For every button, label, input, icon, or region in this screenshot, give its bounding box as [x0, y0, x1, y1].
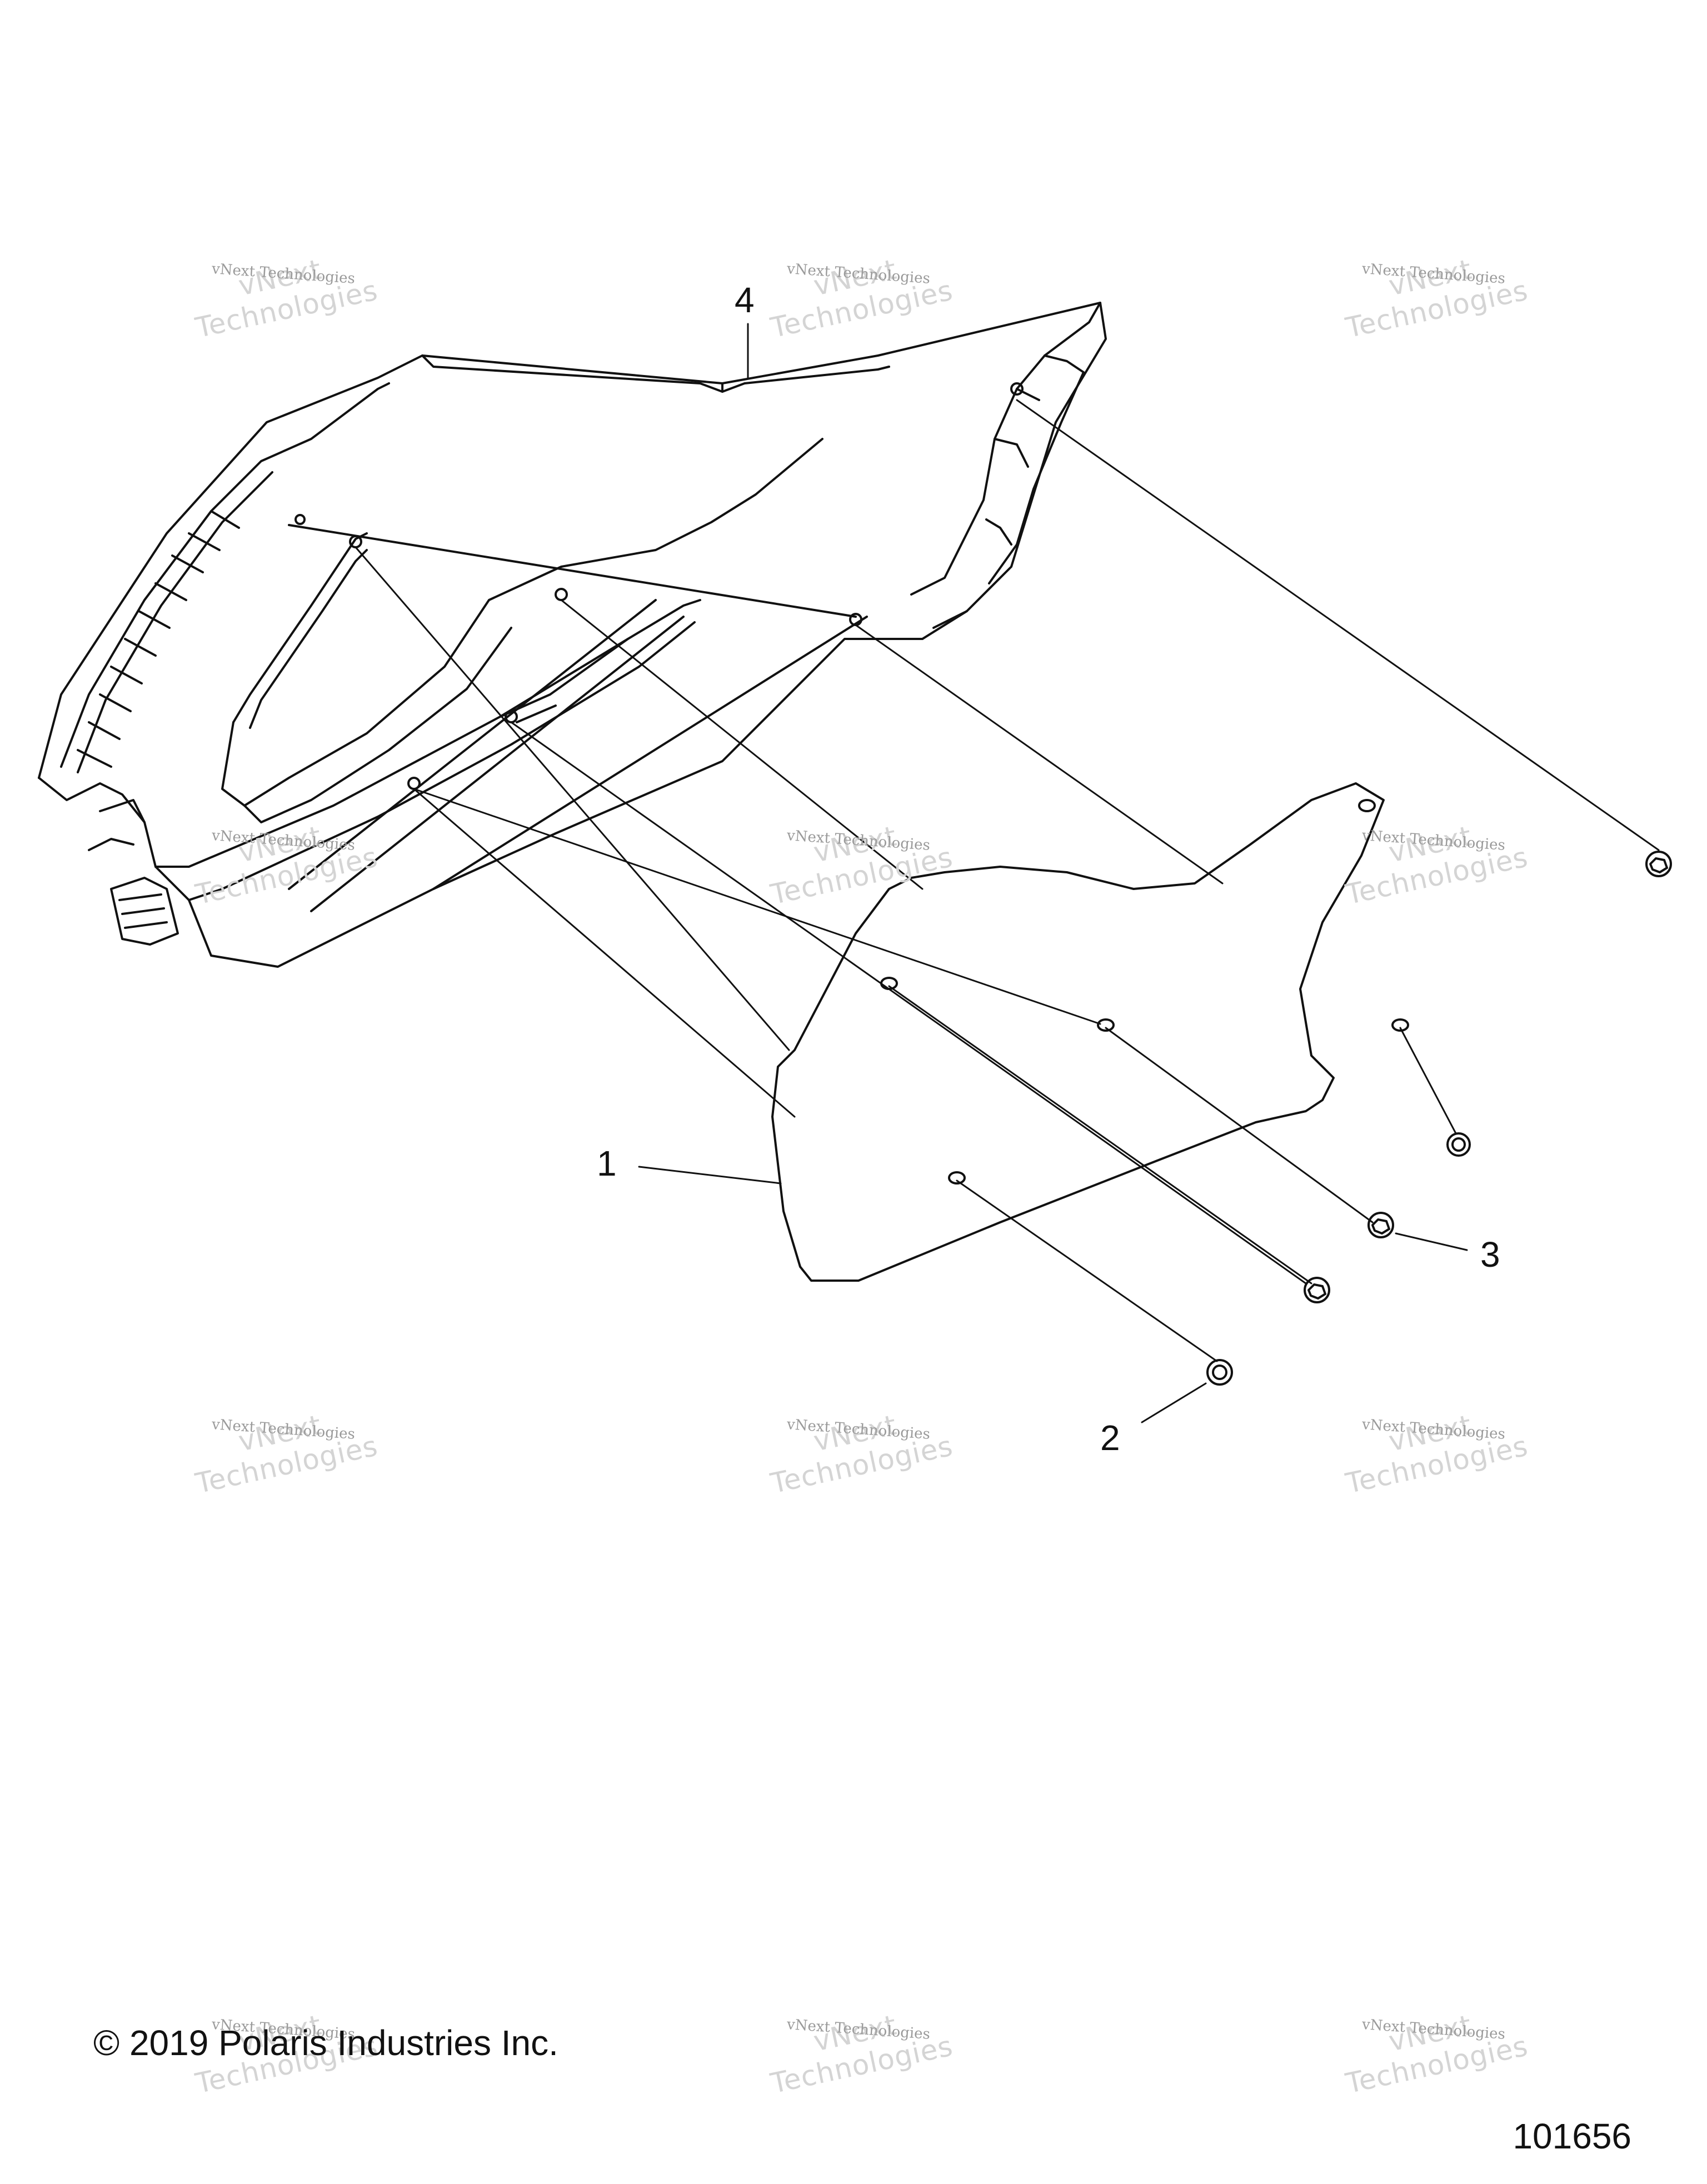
leader-lines	[638, 323, 1468, 1423]
screw-part-3	[1367, 1212, 1394, 1238]
window-panel	[771, 782, 1409, 1282]
drawing-number: 101656	[1513, 2116, 1631, 2156]
screw-middle	[1304, 1277, 1330, 1303]
explode-lines	[355, 399, 1660, 1362]
door-frame-panel	[38, 302, 1107, 968]
callout-3: 3	[1480, 1235, 1500, 1275]
nut-right	[1446, 1132, 1471, 1157]
copyright-notice: © 2019 Polaris Industries Inc.	[93, 2023, 558, 2063]
screw-top-right	[1645, 851, 1672, 877]
callout-2: 2	[1100, 1418, 1120, 1458]
nut-part-2	[1206, 1359, 1233, 1386]
callout-1: 1	[597, 1143, 617, 1183]
fasteners	[1206, 851, 1672, 1386]
callout-4: 4	[735, 280, 755, 320]
